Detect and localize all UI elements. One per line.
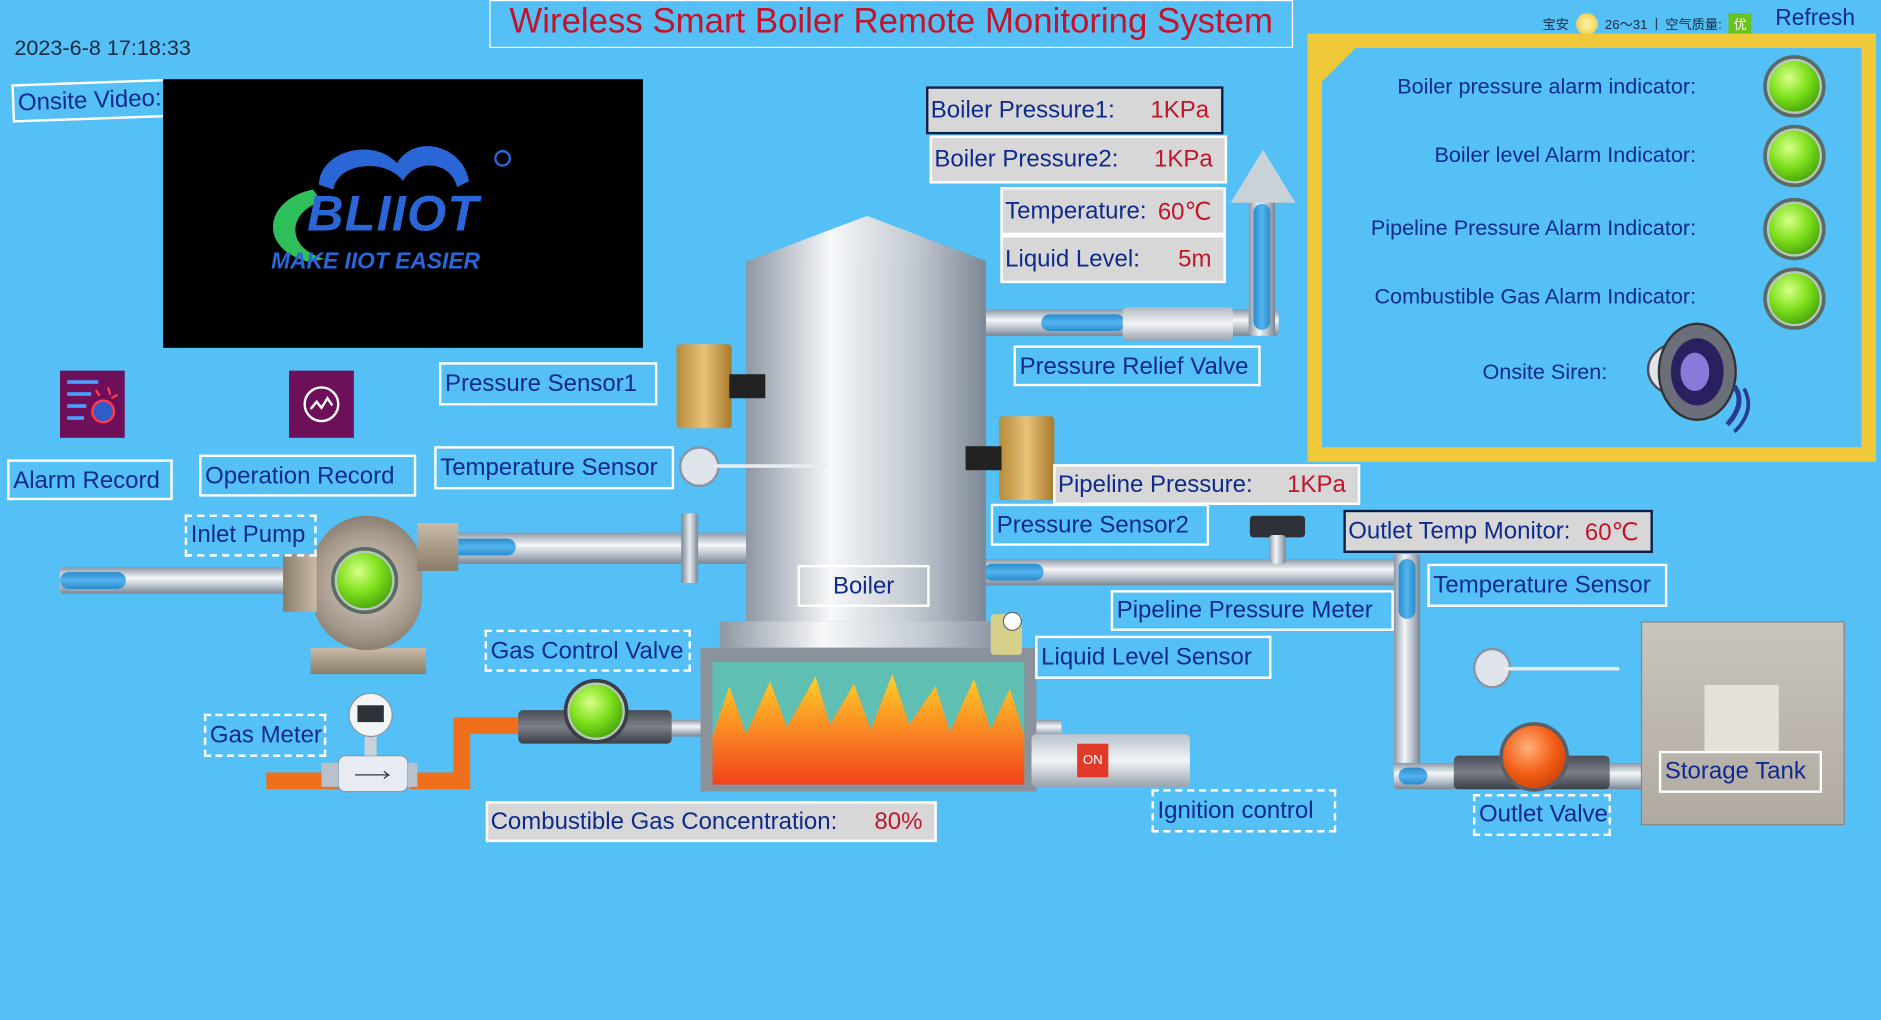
pump-pipe-flow <box>448 538 516 556</box>
inlet-pipe-flow <box>59 572 126 589</box>
pipeline-pressure-meter <box>1249 515 1306 538</box>
page-title: Wireless Smart Boiler Remote Monitoring … <box>489 0 1294 48</box>
boiler-pressure1-readout: Boiler Pressure1:1KPa <box>926 86 1224 135</box>
storage-tank-label: Storage Tank <box>1658 750 1823 793</box>
outlet-pipe <box>981 558 1397 586</box>
alarm-record-icon[interactable] <box>59 370 125 438</box>
weather-widget: 宝安 26～31 | 空气质量: 优 <box>1543 13 1752 35</box>
inlet-pump-base <box>310 647 426 675</box>
alarm-label-gas: Combustible Gas Alarm Indicator: <box>1374 284 1697 309</box>
alarm-record-link[interactable]: Alarm Record <box>7 459 173 501</box>
weather-temp: 26～31 <box>1604 17 1648 33</box>
gas-alarm-indicator <box>1763 267 1826 330</box>
alarm-label-siren: Onsite Siren: <box>1482 359 1608 384</box>
temperature-readout: Temperature:60℃ <box>1000 187 1226 236</box>
logo-text: BLIIOT <box>307 184 480 242</box>
ignition-device <box>1031 734 1190 787</box>
air-quality-badge: 优 <box>1728 13 1752 35</box>
ignition-switch[interactable]: ON <box>1077 743 1109 778</box>
gas-valve-indicator <box>563 678 629 744</box>
gas-meter-icon <box>321 693 418 793</box>
relief-riser-flow <box>1253 203 1271 330</box>
boiler-pressure2-readout: Boiler Pressure2:1KPa <box>929 135 1228 184</box>
sun-icon <box>1576 13 1598 35</box>
alarm-panel: Boiler pressure alarm indicator: Boiler … <box>1307 33 1877 462</box>
weather-city: 宝安 <box>1542 17 1569 33</box>
onsite-video-label: Onsite Video: <box>11 78 169 123</box>
datetime: 2023-6-8 17:18:33 <box>14 35 191 60</box>
boiler-level-alarm-indicator <box>1763 124 1826 188</box>
air-quality-label: 空气质量: <box>1665 17 1722 33</box>
operation-record-link[interactable]: Operation Record <box>199 454 417 497</box>
outlet-valve-indicator <box>1499 722 1569 792</box>
outlet-temperature-sensor-label: Temperature Sensor <box>1427 563 1668 607</box>
pipeline-pressure-readout: Pipeline Pressure:1KPa <box>1053 464 1361 505</box>
pressure-sensor1-device <box>676 344 732 429</box>
gas-line-orange <box>266 772 339 790</box>
alarm-label-pipeline-pressure: Pipeline Pressure Alarm Indicator: <box>1370 215 1697 240</box>
storage-tank <box>1640 621 1845 826</box>
outlet-downpipe-flow <box>1398 558 1416 619</box>
alarm-label-boiler-pressure: Boiler pressure alarm indicator: <box>1397 74 1697 99</box>
outlet-valve-label: Outlet Valve <box>1472 794 1611 837</box>
pressure-sensor1-label: Pressure Sensor1 <box>439 362 658 406</box>
gas-control-valve-label: Gas Control Valve <box>484 629 691 672</box>
liquid-level-sensor-label: Liquid Level Sensor <box>1035 635 1272 679</box>
pressure-relief-valve-label: Pressure Relief Valve <box>1013 345 1261 387</box>
operation-record-icon[interactable] <box>289 370 354 438</box>
alarm-label-boiler-level: Boiler level Alarm Indicator: <box>1434 142 1697 167</box>
logo-slogan: MAKE IIOT EASIER <box>271 249 481 275</box>
boiler-label: Boiler <box>797 564 930 607</box>
liquid-level-readout: Liquid Level:5m <box>1000 235 1226 284</box>
siren-icon <box>1646 322 1751 434</box>
refresh-button[interactable]: Refresh <box>1775 5 1856 32</box>
outlet-temp-readout: Outlet Temp Monitor:60℃ <box>1343 509 1653 553</box>
pipeline-pressure-alarm-indicator <box>1763 197 1826 261</box>
gas-concentration-readout: Combustible Gas Concentration:80% <box>485 801 937 843</box>
outlet-pipe-flow <box>983 563 1044 581</box>
gas-meter-label: Gas Meter <box>203 713 327 757</box>
inlet-pump-label: Inlet Pump <box>184 514 317 557</box>
pressure-sensor2-device <box>999 416 1055 501</box>
relief-valve <box>1122 307 1234 341</box>
video-player[interactable]: BLIIOT MAKE IIOT EASIER <box>163 79 643 348</box>
inlet-pump-indicator <box>331 546 399 615</box>
exhaust-arrow-icon <box>1230 149 1296 203</box>
relief-pipe-flow <box>1041 314 1126 332</box>
pipeline-pressure-meter-label: Pipeline Pressure Meter <box>1110 590 1394 631</box>
boiler-pressure-alarm-indicator <box>1763 55 1826 118</box>
outlet-bottom-flow <box>1398 767 1428 785</box>
pressure-sensor2-label: Pressure Sensor2 <box>990 503 1210 546</box>
meter-stem <box>1269 534 1286 564</box>
burner-flames <box>712 674 1025 785</box>
temperature-sensor-label: Temperature Sensor <box>434 446 675 490</box>
ignition-control-label: Ignition control <box>1151 789 1337 833</box>
pipe-flange <box>681 513 699 583</box>
bliiot-logo <box>272 146 511 262</box>
